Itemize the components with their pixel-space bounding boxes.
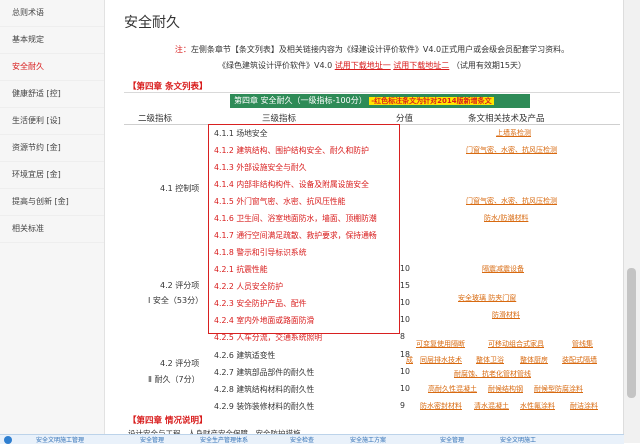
table-row[interactable]: 4.1.2 建筑结构、围护结构安全、耐久和防护 [214,146,369,155]
situation-text: 设计安全与工程，人身财产安全保障，安全防护措施... [128,428,308,439]
table-row[interactable]: 4.1.1 场地安全 [214,129,268,138]
sidebar-item[interactable]: 相关标准 [0,216,104,243]
bottom-link[interactable]: 安全施工方案 [350,437,387,444]
table-row[interactable]: 4.1.3 外部设施安全与耐久 [214,163,307,172]
sidebar-item[interactable]: 环境宜居 [金] [0,162,104,189]
header-products: 条文相关技术及产品 [468,114,545,124]
group-safety-sub: Ⅰ 安全（53分） [148,296,204,305]
bottom-link[interactable]: 安全检查 [290,437,315,444]
note-line: 注：左侧条章节【条文列表】及相关链接内容为《绿建设计评价软件》V4.0正式用户或… [124,44,620,55]
product-link[interactable]: 隔震减震设备 [482,265,524,273]
sidebar-item-active[interactable]: 安全耐久 [0,54,104,81]
product-link[interactable]: 可移动组合式家具 [488,340,544,348]
table-row[interactable]: 4.1.7 通行空间满足疏散、救护要求，保持通畅 [214,231,377,240]
score-cell: 15 [400,281,410,290]
trial-note: （试用有效期15天） [451,61,527,70]
download-link-2[interactable]: 试用下载地址二 [393,61,450,70]
table-row[interactable]: 4.1.5 外门窗气密、水密、抗风压性能 [214,197,346,206]
score-cell: 9 [400,401,405,410]
score-cell: 18 [400,350,410,359]
product-link[interactable]: 水性氟涂料 [520,402,555,410]
table-row[interactable]: 4.2.9 装饰装修材料的耐久性 [214,402,315,411]
divider [124,92,620,93]
score-cell: 10 [400,264,410,273]
header-level3: 三级指标 [262,114,297,124]
vertical-scrollbar[interactable] [623,0,640,443]
product-link[interactable]: 门窗气密、水密、抗风压检测 [466,146,557,154]
download-line: 《绿色建筑设计评价软件》V4.0 试用下载地址一 试用下载地址二 （试用有效期1… [124,60,620,71]
product-link[interactable]: 管线集 [572,340,593,348]
product-link[interactable]: 耐候型防腐涂料 [534,385,583,393]
main-content: 安全耐久 注：左侧条章节【条文列表】及相关链接内容为《绿建设计评价软件》V4.0… [104,0,624,443]
sidebar-item[interactable]: 总则术语 [0,0,104,27]
product-link[interactable]: 高耐久性混凝土 [428,385,477,393]
header-score: 分值 [396,114,414,124]
product-link[interactable]: 防滑材料 [492,311,520,319]
score-cell: 10 [400,367,410,376]
bottom-link[interactable]: 安全生产管理体系 [200,437,249,444]
scrollbar-thumb[interactable] [627,268,636,398]
sidebar-item[interactable]: 生活便利 [设] [0,108,104,135]
group-safety-title: 4.2 评分项 [160,281,200,290]
product-link[interactable]: 装配式隔墙 [562,356,597,364]
group-durability-sub: Ⅱ 耐久（7分） [148,375,200,384]
sidebar-item[interactable]: 提高与创新 [金] [0,189,104,216]
product-link[interactable]: 耐候结构钢 [488,385,523,393]
product-link[interactable]: 防水/防潮材料 [484,214,529,222]
bottom-link-bar: 安全文明施工管理 安全管理 安全生产管理体系 安全检查 安全施工方案 安全管理 … [0,434,624,444]
product-link[interactable]: 可变复使用隔断 [416,340,465,348]
download-link-1[interactable]: 试用下载地址一 [334,61,391,70]
page-title: 安全耐久 [124,15,180,31]
bottom-link[interactable]: 安全文明施工 [500,437,537,444]
product-link[interactable]: 整体卫浴 [476,356,504,364]
table-row[interactable]: 4.2.7 建筑部品部件的耐久性 [214,368,315,377]
table-row[interactable]: 4.2.2 人员安全防护 [214,282,284,291]
sidebar: 总则术语 基本规定 安全耐久 健康舒适 [控] 生活便利 [设] 资源节约 [金… [0,0,105,443]
group-control: 4.1 控制项 [160,184,200,193]
bottom-link[interactable]: 安全管理 [140,437,165,444]
situation-title: 【第四章 情况说明】 [128,416,208,426]
table-row[interactable]: 4.2.1 抗震性能 [214,265,268,274]
note-text: 左侧条章节【条文列表】及相关链接内容为《绿建设计评价软件》V4.0正式用户或会级… [190,45,570,54]
sidebar-item[interactable]: 资源节约 [金] [0,135,104,162]
info-icon [4,436,12,444]
score-cell: 10 [400,298,410,307]
new-clauses-highlight-box [208,124,400,334]
product-link[interactable]: 防水密封材料 [420,402,462,410]
score-cell: 8 [400,332,405,341]
sidebar-item[interactable]: 基本规定 [0,27,104,54]
product-link[interactable]: 同层排水技术 [420,356,462,364]
table-row[interactable]: 4.1.8 警示和引导标识系统 [214,248,307,257]
table-row[interactable]: 4.2.5 人车分流，交通系统照明 [214,333,323,342]
header-level2: 二级指标 [138,114,173,124]
product-link[interactable]: 耐腐蚀、抗老化管材管线 [454,370,531,378]
product-link[interactable]: 耐洁涂料 [570,402,598,410]
banner-highlight: -红色标注条文为针对2014版新增条文 [369,97,494,105]
group-durability-title: 4.2 评分项 [160,359,200,368]
section-title: 【第四章 条文列表】 [128,82,208,92]
score-cell: 10 [400,384,410,393]
table-row[interactable]: 4.1.4 内部非结构构件、设备及附属设施安全 [214,180,369,189]
product-link[interactable]: 上墙系检测 [496,129,531,137]
chapter-banner: 第四章 安全耐久（一级指标-100分） -红色标注条文为针对2014版新增条文 [230,94,530,108]
product-link[interactable]: 成 [406,356,413,364]
product-link[interactable]: 安全玻璃 防夹门窗 [458,294,517,302]
banner-text: 第四章 安全耐久（一级指标-100分） [234,96,367,105]
table-row[interactable]: 4.2.3 安全防护产品、配件 [214,299,307,308]
table-row[interactable]: 4.2.8 建筑结构材料的耐久性 [214,385,315,394]
table-row[interactable]: 4.2.4 室内外地面或路面防滑 [214,316,315,325]
table-row[interactable]: 4.1.6 卫生间、浴室地面防水，墙面、顶棚防潮 [214,214,377,223]
product-link[interactable]: 整体厨房 [520,356,548,364]
product-link[interactable]: 清水混凝土 [474,402,509,410]
table-row[interactable]: 4.2.6 建筑适变性 [214,351,276,360]
note-prefix: 注： [174,45,191,54]
software-name: 《绿色建筑设计评价软件》V4.0 [217,61,333,70]
product-link[interactable]: 门窗气密、水密、抗风压检测 [466,197,557,205]
bottom-link[interactable]: 安全管理 [440,437,465,444]
bottom-link[interactable]: 安全文明施工管理 [36,437,85,444]
sidebar-item[interactable]: 健康舒适 [控] [0,81,104,108]
score-cell: 10 [400,315,410,324]
